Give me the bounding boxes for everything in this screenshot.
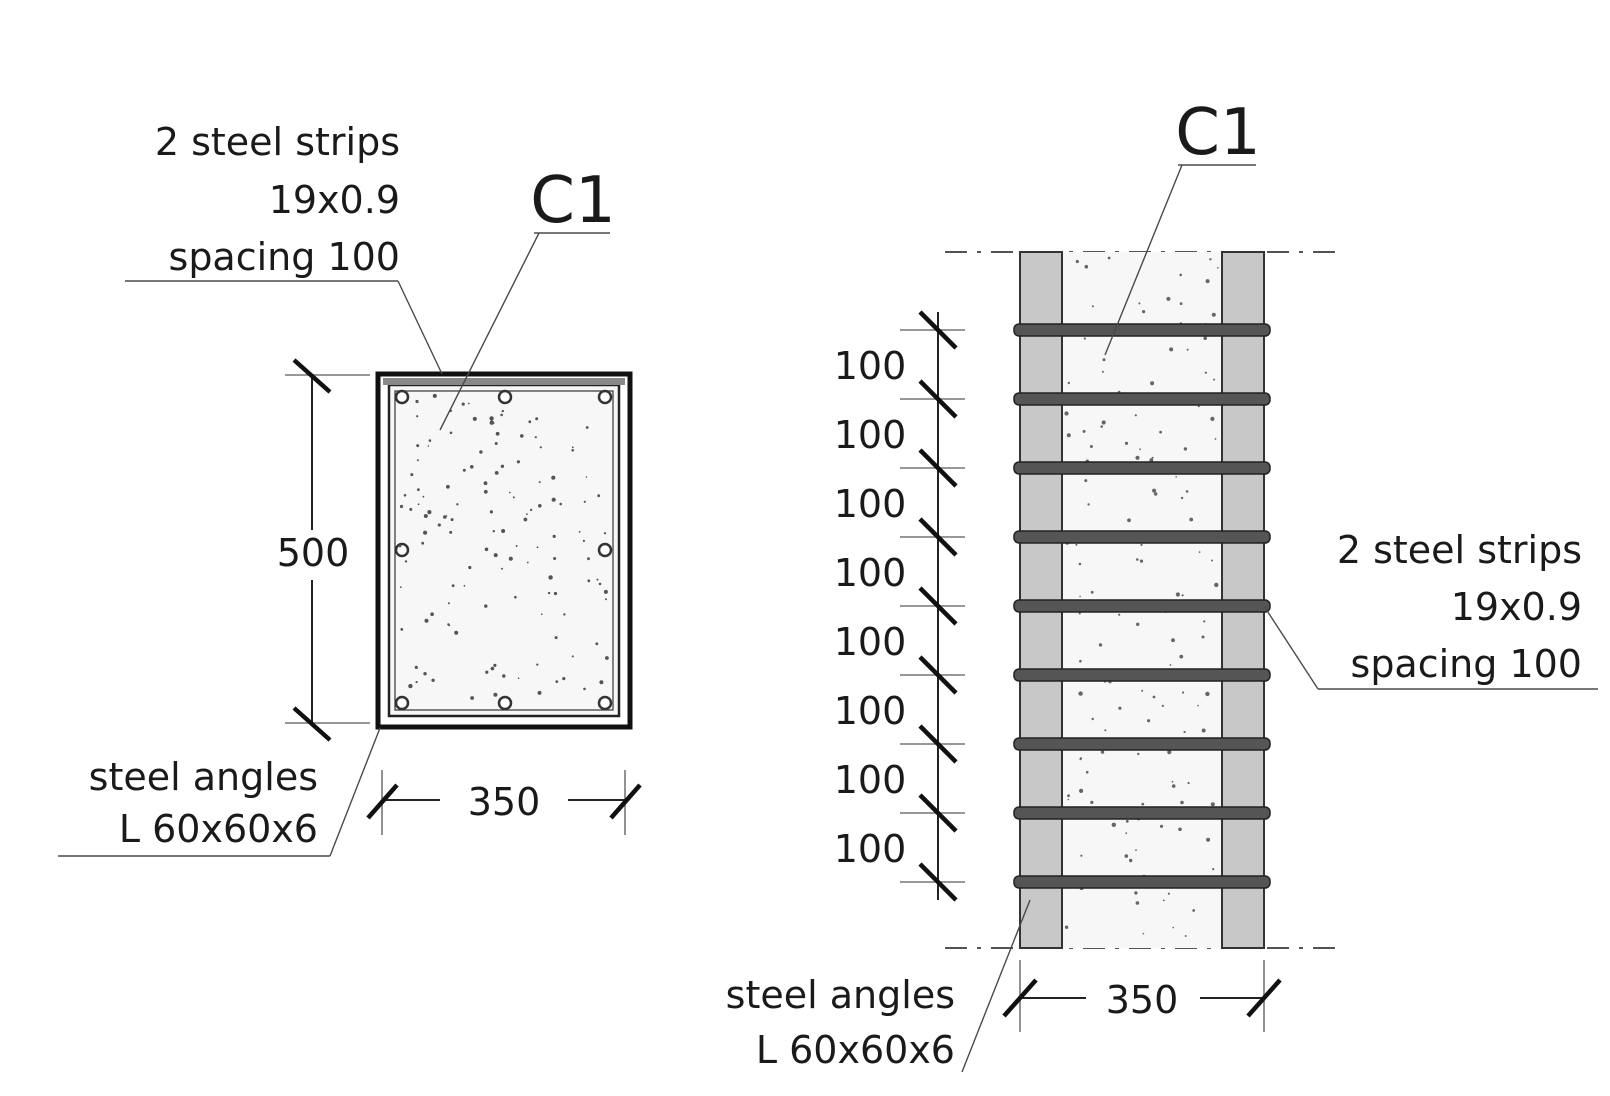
elevation-angles-label-line2: L 60x60x6 [756, 1028, 955, 1072]
elevation-steel-strips [1013, 323, 1271, 889]
elevation-steel-strip [1013, 392, 1271, 406]
elevation-width-dim: 350 [1106, 978, 1179, 1022]
elevation-spacing-dim: 100 [834, 620, 907, 664]
elevation-spacing-dim: 100 [834, 689, 907, 733]
elevation-spacing-dim: 100 [834, 344, 907, 388]
cross-section-strips-label-line2: 19x0.9 [269, 178, 400, 222]
elevation-steel-strip [1013, 530, 1271, 544]
cross-section-width-dim: 350 [468, 780, 541, 824]
elevation-steel-strip [1013, 737, 1271, 751]
cross-section-angles-label-line2: L 60x60x6 [119, 807, 318, 851]
elevation-steel-strip [1013, 875, 1271, 889]
elevation-c1-tag: C1 [1175, 96, 1260, 170]
cross-section-strips-label-line3: spacing 100 [169, 235, 400, 279]
cross-section-steel-strip [383, 378, 625, 385]
elevation-strips-label-line1: 2 steel strips [1337, 528, 1582, 572]
cross-section-angles-label-line1: steel angles [89, 755, 318, 799]
cross-section-aggregate-texture [398, 393, 609, 700]
elevation-spacing-dim: 100 [834, 551, 907, 595]
cross-section-steel-angles [375, 371, 633, 730]
elevation-view: 100 100 100 100 100 100 100 100 350 C1 2… [726, 96, 1598, 1073]
elevation-steel-strip [1013, 806, 1271, 820]
elevation-steel-strip [1013, 668, 1271, 682]
elevation-aggregate-texture [1064, 256, 1219, 937]
elevation-spacing-ticks [900, 310, 965, 902]
elevation-angles-label-line1: steel angles [726, 973, 955, 1017]
elevation-spacing-labels: 100 100 100 100 100 100 100 100 [834, 344, 907, 871]
elevation-steel-strip [1013, 461, 1271, 475]
elevation-spacing-dim: 100 [834, 413, 907, 457]
elevation-strips-label-line3: spacing 100 [1351, 642, 1582, 686]
cross-section-concrete [387, 383, 621, 718]
elevation-spacing-dim: 100 [834, 827, 907, 871]
elevation-spacing-dim: 100 [834, 758, 907, 802]
elevation-steel-strip [1013, 323, 1271, 337]
elevation-steel-strip [1013, 599, 1271, 613]
cross-section-strips-label-line1: 2 steel strips [155, 120, 400, 164]
cross-section-c1-tag: C1 [530, 164, 615, 238]
elevation-strips-label-line2: 19x0.9 [1451, 585, 1582, 629]
cross-section-rebars [394, 389, 613, 711]
cross-section-height-dim: 500 [277, 531, 350, 575]
elevation-spacing-dim: 100 [834, 482, 907, 526]
cross-section-view: 500 350 C1 2 steel strips 19x0.9 spacing… [58, 120, 642, 857]
